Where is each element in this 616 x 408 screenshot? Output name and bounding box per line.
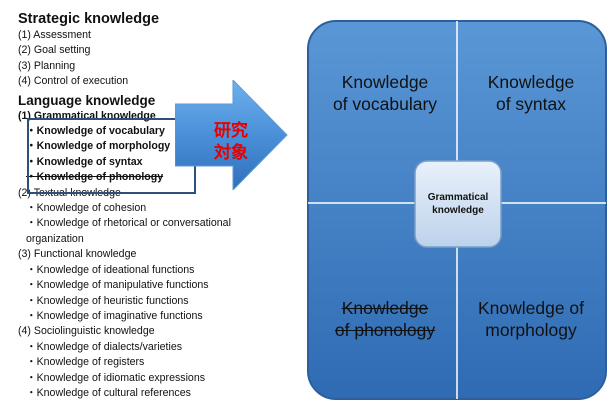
research-target-label: 研究 対象 xyxy=(205,120,257,164)
quadrant-syntax-line2: of syntax xyxy=(495,94,567,114)
strategic-item: (1) Assessment xyxy=(18,29,92,41)
research-target-line2: 対象 xyxy=(214,143,248,163)
quadrant-phonology: Knowledge of phonology xyxy=(312,297,458,341)
grammatical-item: ・Knowledge of morphology xyxy=(26,140,171,153)
sociolinguistic-item: ・Knowledge of idiomatic expressions xyxy=(26,371,206,384)
functional-item: ・Knowledge of manipulative functions xyxy=(26,279,209,292)
strategic-item: (4) Control of execution xyxy=(18,75,129,88)
language-knowledge-title: Language knowledge xyxy=(18,92,156,108)
functional-knowledge-label: (3) Functional knowledge xyxy=(18,248,137,261)
sociolinguistic-knowledge-label: (4) Sociolinguistic knowledge xyxy=(18,325,155,338)
quadrant-morphology-line2: morphology xyxy=(485,320,577,340)
strategic-item: (2) Goal setting xyxy=(18,44,91,57)
center-label-line1: Grammatical xyxy=(427,192,489,203)
functional-item: ・Knowledge of ideational functions xyxy=(26,263,195,276)
sociolinguistic-item: ・Knowledge of dialects/varieties xyxy=(26,340,183,353)
grammatical-item-struck: ・Knowledge of phonology xyxy=(26,171,164,184)
grammatical-item: ・Knowledge of vocabulary xyxy=(26,125,165,138)
quadrant-vocabulary-line2: of vocabulary xyxy=(332,94,438,114)
center-box xyxy=(414,160,502,248)
grammatical-highlight-box xyxy=(27,118,196,194)
research-target-line1: 研究 xyxy=(214,121,248,141)
sociolinguistic-item: ・Knowledge of registers xyxy=(26,356,145,369)
grammatical-item: ・Knowledge of syntax xyxy=(26,155,143,168)
textual-item: ・Knowledge of cohesion xyxy=(26,202,147,215)
arrow-right-icon xyxy=(175,80,288,190)
strategic-item: (3) Planning xyxy=(18,59,76,72)
quadrant-syntax-line1: Knowledge xyxy=(487,72,575,92)
functional-item: ・Knowledge of heuristic functions xyxy=(26,294,189,307)
center-label-line2: knowledge xyxy=(432,205,484,216)
quadrant-vocabulary-line1: Knowledge xyxy=(341,72,429,92)
strategic-knowledge-title: Strategic knowledge xyxy=(18,11,160,27)
quadrant-morphology: Knowledge of morphology xyxy=(458,297,604,341)
quadrant-phonology-line1: Knowledge xyxy=(341,298,429,318)
textual-item: ・Knowledge of rhetorical or conversation… xyxy=(26,217,231,245)
functional-item: ・Knowledge of imaginative functions xyxy=(26,309,203,322)
quadrant-vocabulary: Knowledge of vocabulary xyxy=(312,71,458,115)
knowledge-list: Strategic knowledge (1) Assessment (2) G… xyxy=(18,10,288,401)
quadrant-syntax: Knowledge of syntax xyxy=(458,71,604,115)
quadrant-morphology-line1: Knowledge of xyxy=(477,298,585,318)
grammatical-knowledge-matrix xyxy=(307,20,607,400)
sociolinguistic-item: ・Knowledge of cultural references xyxy=(26,386,191,399)
center-label: Grammatical knowledge xyxy=(415,161,501,247)
quadrant-phonology-line2: of phonology xyxy=(334,320,436,340)
